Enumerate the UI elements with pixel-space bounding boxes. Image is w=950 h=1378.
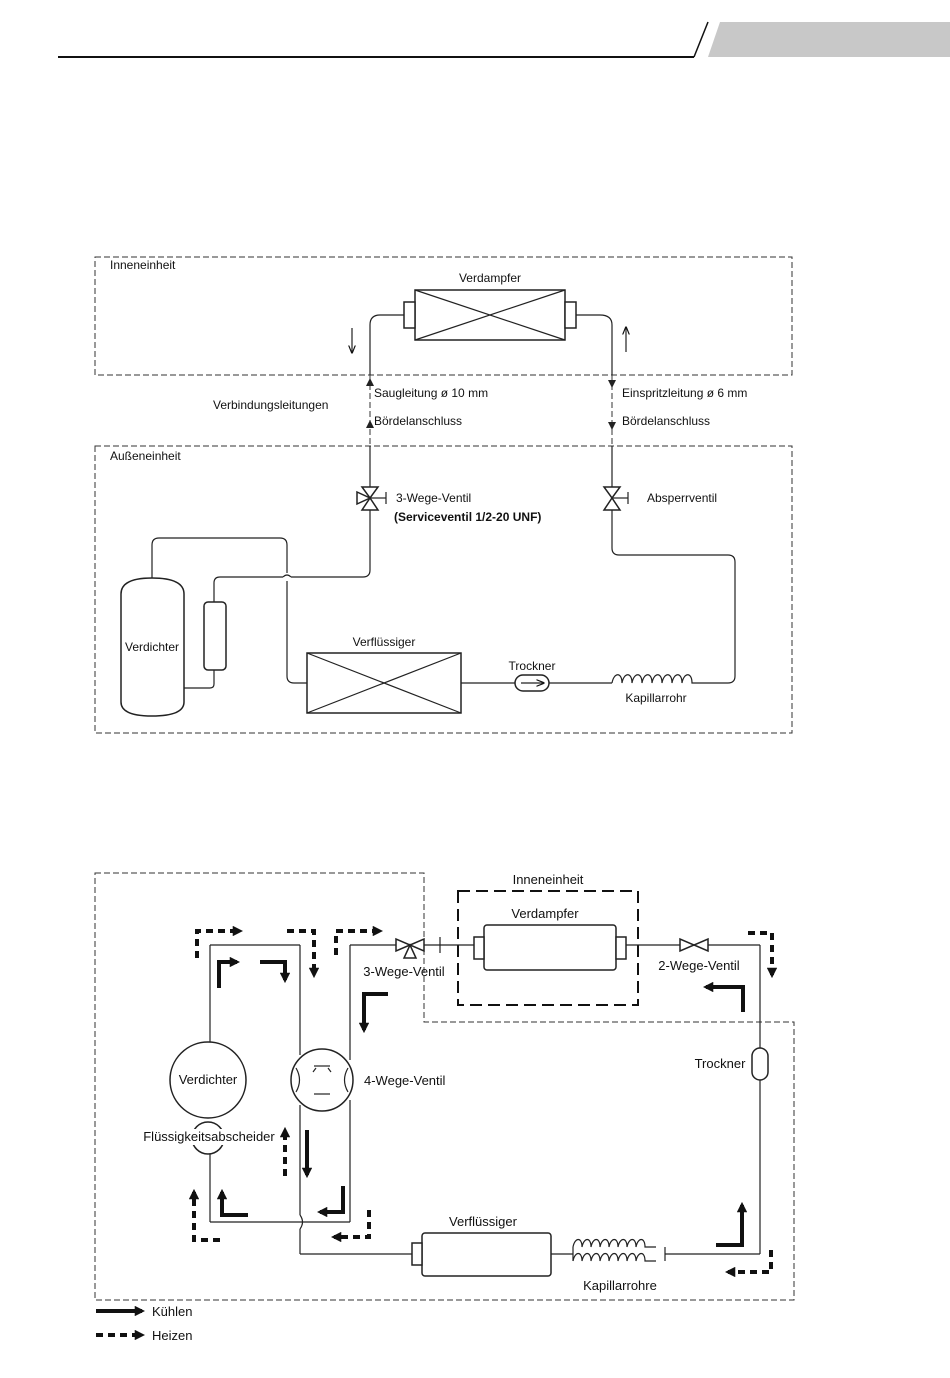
compressor — [120, 577, 185, 717]
outdoor-unit-box — [94, 445, 793, 734]
indoor-unit-label-2: Inneneinheit — [513, 872, 584, 887]
three-way-valve-icon-2 — [395, 937, 441, 959]
flare-connection-right-label: Bördelanschluss — [622, 414, 710, 428]
condenser-label-2: Verflüssiger — [449, 1214, 518, 1229]
suction-line-label: Saugleitung ø 10 mm — [374, 386, 488, 400]
compressor-label: Verdichter — [125, 640, 179, 654]
diagram-1: Inneneinheit Verdampfer Verbindungsleitu… — [94, 256, 793, 734]
shutoff-valve-label: Absperrventil — [647, 491, 717, 505]
four-way-valve-icon — [290, 1048, 354, 1112]
condenser — [306, 652, 462, 714]
three-way-valve-label-2: 3-Wege-Ventil — [363, 964, 445, 979]
two-way-valve-icon — [679, 937, 709, 953]
indoor-unit-box — [94, 256, 793, 376]
dryer-label: Trockner — [509, 659, 556, 673]
outdoor-unit-outline — [94, 872, 795, 1301]
flare-connection-left-label: Bördelanschluss — [374, 414, 462, 428]
indoor-unit-box-2 — [457, 890, 639, 1006]
cooling-legend-label: Kühlen — [152, 1304, 192, 1319]
capillary-tubes — [572, 1238, 666, 1262]
compressor-2 — [169, 1041, 247, 1119]
suction-pipe-indoor — [369, 314, 404, 375]
dryer-label-2: Trockner — [695, 1056, 746, 1071]
heating-legend-label: Heizen — [152, 1328, 192, 1343]
compressor-label-2: Verdichter — [179, 1072, 238, 1087]
capillary-tube — [611, 674, 697, 684]
separator-label: Flüssigkeitsabscheider — [143, 1129, 275, 1144]
evaporator-label-2: Verdampfer — [511, 906, 579, 921]
legend: Kühlen Heizen — [96, 1304, 192, 1343]
dryer — [514, 674, 550, 692]
diagram-2: Inneneinheit Verdampfer — [94, 872, 795, 1343]
heating-flow-arrows — [188, 925, 778, 1278]
dryer-2 — [751, 1047, 769, 1081]
evaporator — [403, 289, 577, 341]
outdoor-unit-label: Außeneinheit — [110, 449, 181, 463]
condenser-2 — [411, 1232, 552, 1277]
header-tab — [708, 22, 950, 57]
cooling-flow-arrows — [216, 956, 748, 1247]
shutoff-valve-icon — [602, 486, 629, 511]
three-way-valve-label: 3-Wege-Ventil — [396, 491, 471, 505]
evaporator-2 — [473, 924, 627, 971]
three-way-valve-icon — [356, 486, 387, 511]
capillaries-label: Kapillarrohre — [583, 1278, 657, 1293]
injection-pipe-indoor — [576, 314, 613, 375]
evaporator-label: Verdampfer — [459, 271, 521, 285]
condenser-label: Verflüssiger — [353, 635, 416, 649]
page-header — [58, 21, 950, 58]
accumulator — [203, 601, 227, 671]
injection-line-label: Einspritzleitung ø 6 mm — [622, 386, 747, 400]
indoor-unit-label: Inneneinheit — [110, 258, 176, 272]
connecting-lines-label: Verbindungsleitungen — [213, 398, 328, 412]
four-way-valve-label: 4-Wege-Ventil — [364, 1073, 446, 1088]
two-way-valve-label: 2-Wege-Ventil — [658, 958, 740, 973]
capillary-label: Kapillarrohr — [625, 691, 686, 705]
service-valve-label: (Serviceventil 1/2-20 UNF) — [394, 510, 541, 524]
